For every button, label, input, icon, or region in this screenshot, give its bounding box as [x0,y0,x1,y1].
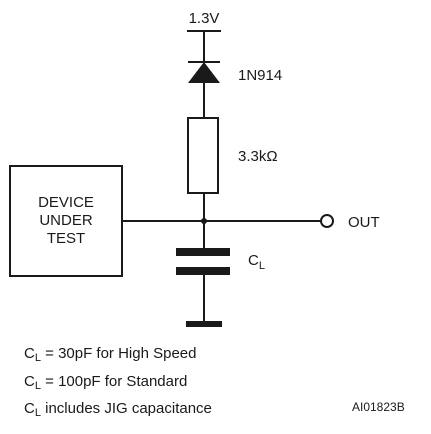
diode-label: 1N914 [238,67,282,84]
note-standard: CL = 100pF for Standard [24,373,188,392]
capacitor-plate-top [176,248,230,256]
junction-dot [201,218,207,224]
diode-symbol [188,61,220,83]
ground-symbol [186,321,222,327]
device-label-line-3: TEST [47,230,85,247]
capacitor-plate-bottom [176,267,230,275]
device-label-line-1: DEVICE [38,194,94,211]
note-jig-capacitance: CL includes JIG capacitance [24,400,212,419]
figure-code: AI01823B [352,400,405,414]
resistor-label: 3.3kΩ [238,148,278,165]
device-under-test-box [9,165,123,277]
resistor-symbol [187,117,219,194]
output-label: OUT [348,214,380,231]
output-terminal [320,214,334,228]
supply-voltage-label: 1.3V [189,10,220,27]
device-label-line-2: UNDER [39,212,93,229]
note-high-speed: CL = 30pF for High Speed [24,345,197,364]
capacitor-label: CL [248,252,265,272]
